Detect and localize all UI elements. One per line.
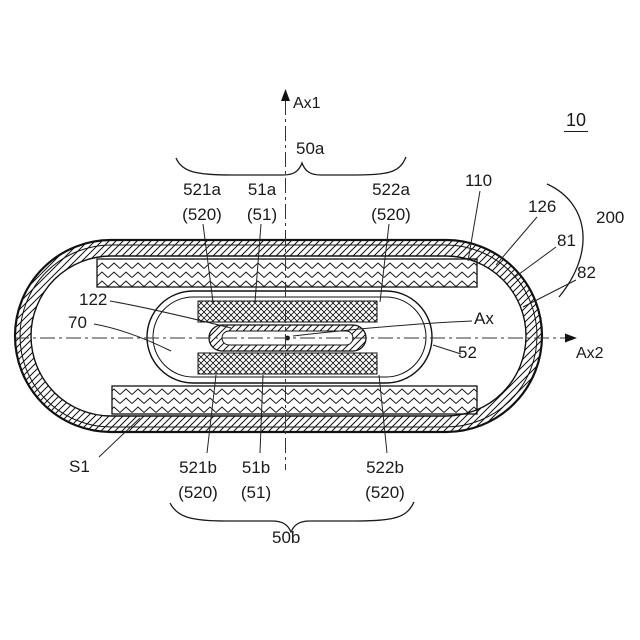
axis-lines bbox=[14, 100, 566, 470]
axis-ax1-arrow bbox=[281, 89, 290, 101]
leader-s1 bbox=[98, 417, 141, 458]
leader-81 bbox=[510, 246, 557, 281]
label-522a-group: 522a (520) bbox=[366, 177, 416, 227]
leader-ax bbox=[292, 320, 473, 337]
label-51b-sub: (51) bbox=[240, 483, 272, 502]
leader-70 bbox=[93, 323, 172, 352]
label-50b: 50b bbox=[272, 528, 301, 547]
label-52: 52 bbox=[458, 343, 477, 362]
label-522b-sub: (520) bbox=[365, 483, 405, 502]
label-51a: 51a bbox=[247, 180, 277, 199]
label-522a: 522a bbox=[372, 180, 410, 199]
label-521b-group: 521b (520) bbox=[173, 455, 223, 505]
leader-52 bbox=[432, 344, 462, 355]
label-81: 81 bbox=[557, 231, 576, 250]
label-110: 110 bbox=[465, 171, 493, 190]
bottom-layer-520-51 bbox=[197, 352, 378, 375]
label-ax1: Ax1 bbox=[293, 95, 321, 112]
leader-522a bbox=[379, 223, 390, 303]
label-s1: S1 bbox=[69, 457, 90, 476]
label-122: 122 bbox=[79, 290, 108, 309]
label-figure-ref: 10 bbox=[564, 110, 589, 132]
label-50a: 50a bbox=[296, 139, 325, 158]
leader-lines bbox=[93, 190, 577, 458]
label-ax2: Ax2 bbox=[576, 345, 604, 362]
brace-50a bbox=[175, 156, 407, 176]
label-521b: 521b bbox=[179, 458, 217, 477]
top-layer-520-51 bbox=[197, 300, 378, 323]
label-521b-sub: (520) bbox=[178, 483, 218, 502]
leader-126 bbox=[495, 216, 538, 266]
label-51b: 51b bbox=[241, 458, 271, 477]
leader-82 bbox=[522, 279, 577, 308]
leader-51a bbox=[254, 223, 262, 303]
label-ax: Ax bbox=[474, 309, 494, 328]
leader-522b bbox=[378, 374, 388, 454]
label-522a-sub: (520) bbox=[371, 205, 411, 224]
label-522b: 522b bbox=[366, 458, 404, 477]
bottom-plate-110 bbox=[111, 385, 478, 415]
label-200: 200 bbox=[596, 208, 625, 227]
axis-ax2-arrow bbox=[565, 333, 577, 343]
brace-50b bbox=[169, 501, 415, 534]
label-51a-group: 51a (51) bbox=[238, 177, 286, 227]
label-522b-group: 522b (520) bbox=[360, 455, 410, 505]
brace-200 bbox=[546, 183, 584, 298]
leader-51b bbox=[259, 374, 264, 454]
leader-110 bbox=[467, 190, 481, 262]
label-51b-group: 51b (51) bbox=[232, 455, 280, 505]
label-51a-sub: (51) bbox=[246, 205, 278, 224]
leader-521b bbox=[206, 374, 217, 454]
top-plate-110 bbox=[96, 258, 478, 288]
braces bbox=[169, 156, 584, 534]
figure-ref-underlined: 10 bbox=[564, 110, 589, 132]
label-521a: 521a bbox=[183, 180, 221, 199]
label-521a-group: 521a (520) bbox=[177, 177, 227, 227]
leader-521a bbox=[202, 223, 214, 303]
label-126: 126 bbox=[528, 197, 557, 216]
label-521a-sub: (520) bbox=[182, 205, 222, 224]
label-82: 82 bbox=[577, 263, 596, 282]
leader-122 bbox=[109, 300, 232, 329]
label-70: 70 bbox=[68, 313, 87, 332]
